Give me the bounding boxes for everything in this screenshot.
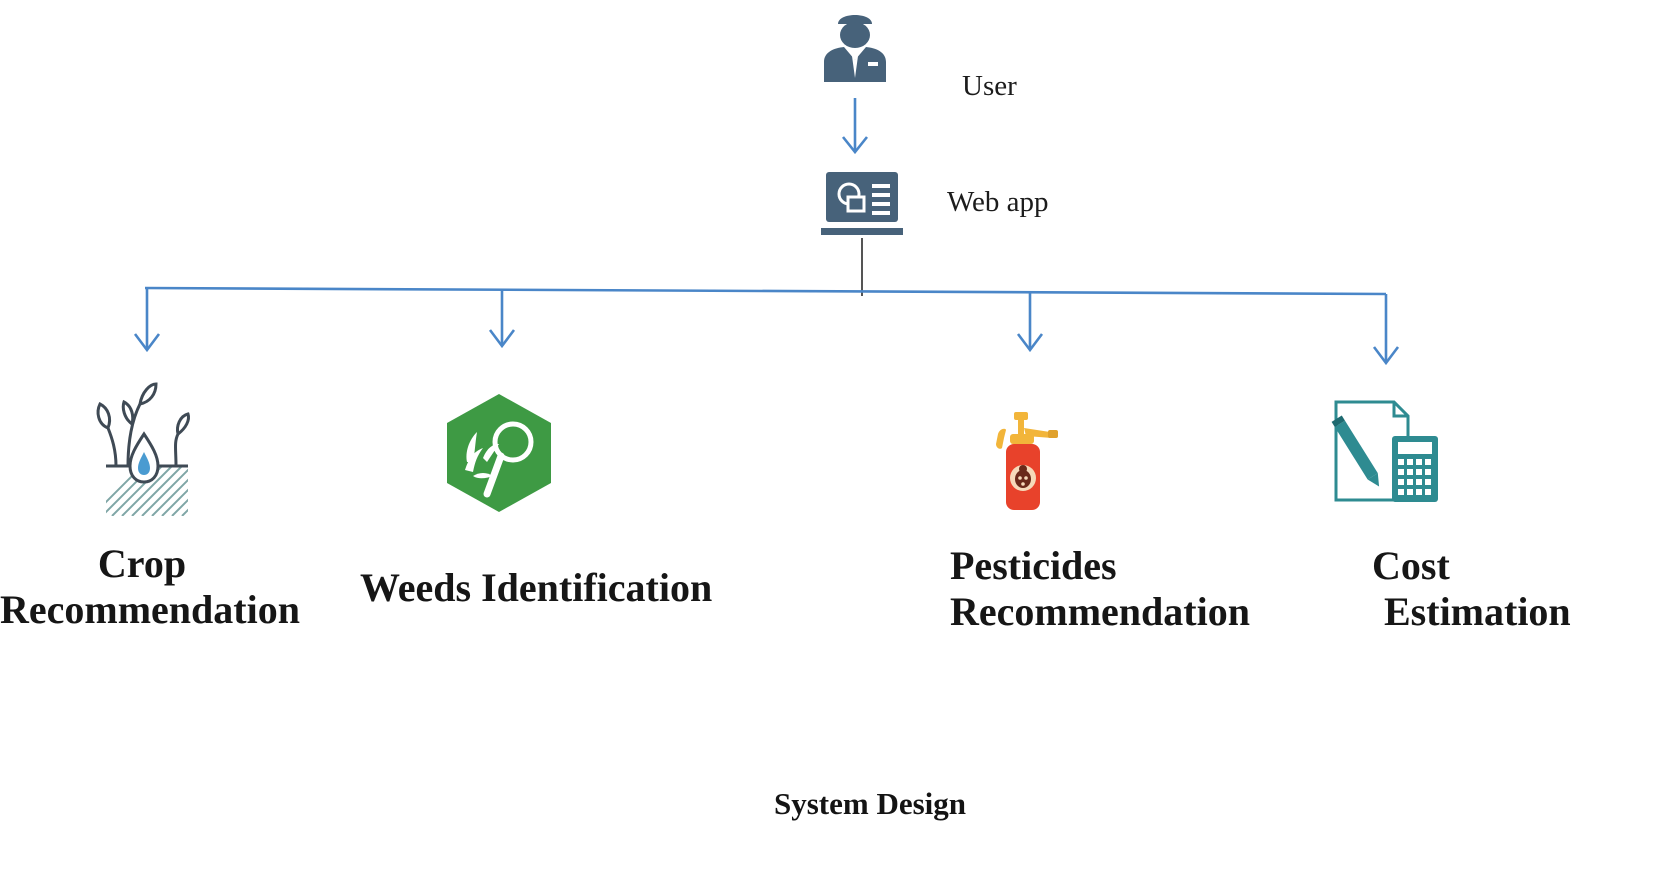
pesticide-sprayer-icon — [996, 412, 1058, 510]
pesticides-recommendation-label: Pesticides Recommendation — [950, 546, 1250, 632]
calculator-document-icon — [1331, 400, 1438, 502]
user-icon — [824, 15, 886, 82]
diagram-caption: System Design — [774, 786, 967, 821]
arrowhead-to-pesticides — [1016, 333, 1044, 353]
crop-label-line2: Recommendation — [0, 587, 300, 632]
crop-recommendation-label: Crop Recommendation — [0, 541, 300, 632]
arrowhead-to-weeds — [488, 329, 516, 349]
web-app-label: Web app — [947, 186, 1049, 218]
arrowhead-to-cost — [1372, 346, 1400, 366]
cost-label-line2: Estimation — [1384, 589, 1571, 634]
pesticides-label-line1: Pesticides — [950, 543, 1117, 588]
connector-horizontal-bus — [144, 286, 1387, 296]
seedling-water-drop-icon — [96, 382, 190, 516]
arrowhead-to-crop — [133, 333, 161, 353]
cost-estimation-label: Cost Estimation — [1372, 546, 1571, 632]
weed-magnifier-icon — [447, 394, 551, 512]
arrowhead-user-to-webapp — [841, 136, 869, 155]
cost-label-line1: Cost — [1372, 543, 1450, 588]
laptop-app-icon — [821, 172, 903, 235]
user-label: User — [962, 70, 1017, 102]
pesticides-label-line2: Recommendation — [950, 589, 1250, 634]
weeds-identification-label: Weeds Identification — [360, 565, 713, 610]
crop-label-line1: Crop — [97, 541, 187, 586]
